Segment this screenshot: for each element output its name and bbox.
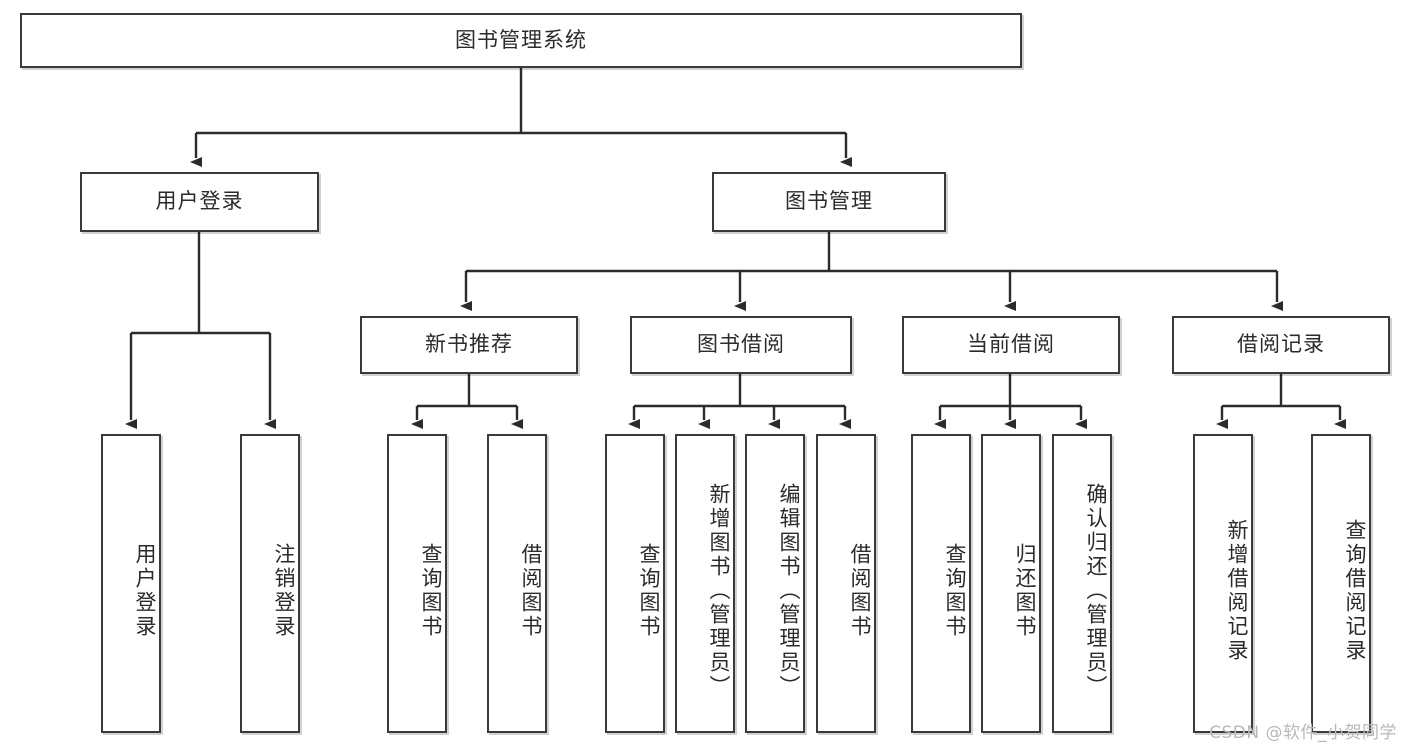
node-label: 图书借阅 (697, 332, 785, 357)
leaf-borrow-book[interactable]: 借阅图书 (816, 434, 876, 733)
leaf-query-book-rec[interactable]: 查询图书 (387, 434, 447, 733)
watermark-text: CSDN @软件_小贺同学 (1209, 723, 1397, 743)
leaf-user-logout[interactable]: 注销登录 (240, 434, 300, 733)
node-borrow-record[interactable]: 借阅记录 (1172, 316, 1390, 374)
leaf-return-book[interactable]: 归还图书 (981, 434, 1041, 733)
leaf-add-borrow-record[interactable]: 新增借阅记录 (1193, 434, 1253, 733)
node-new-book-recommend[interactable]: 新书推荐 (360, 316, 578, 374)
node-label: 查询借阅记录 (1343, 518, 1367, 663)
node-label: 用户登录 (155, 189, 244, 214)
node-label: 归还图书 (1013, 542, 1037, 639)
node-label: 借阅图书 (848, 542, 872, 639)
node-book-borrow[interactable]: 图书借阅 (630, 316, 852, 374)
node-user-login[interactable]: 用户登录 (80, 172, 319, 232)
node-label: 借阅图书 (519, 542, 543, 639)
node-label: 新书推荐 (425, 332, 513, 357)
leaf-add-book-admin[interactable]: 新增图书（管理员） (675, 434, 735, 733)
node-label: 借阅记录 (1237, 332, 1325, 357)
node-label: 查询图书 (419, 542, 443, 639)
node-label: 查询图书 (943, 542, 967, 639)
node-label: 注销登录 (272, 542, 296, 639)
leaf-borrow-book-rec[interactable]: 借阅图书 (487, 434, 547, 733)
node-label: 确认归还（管理员） (1084, 482, 1108, 699)
node-label: 用户登录 (133, 542, 157, 639)
node-label: 图书管理系统 (455, 27, 587, 52)
leaf-edit-book-admin[interactable]: 编辑图书（管理员） (745, 434, 805, 733)
leaf-query-book-borrow[interactable]: 查询图书 (605, 434, 665, 733)
node-label: 当前借阅 (967, 332, 1055, 357)
node-label: 图书管理 (785, 189, 873, 214)
leaf-user-login[interactable]: 用户登录 (101, 434, 161, 733)
node-label: 编辑图书（管理员） (777, 482, 801, 699)
node-label: 查询图书 (637, 542, 661, 639)
node-label: 新增图书（管理员） (707, 482, 731, 699)
leaf-query-borrow-record[interactable]: 查询借阅记录 (1311, 434, 1371, 733)
leaf-query-book-current[interactable]: 查询图书 (911, 434, 971, 733)
leaf-confirm-return-admin[interactable]: 确认归还（管理员） (1052, 434, 1112, 733)
node-root-system[interactable]: 图书管理系统 (20, 13, 1022, 68)
node-book-management[interactable]: 图书管理 (712, 172, 946, 232)
node-label: 新增借阅记录 (1225, 518, 1249, 663)
node-current-borrow[interactable]: 当前借阅 (902, 316, 1120, 374)
